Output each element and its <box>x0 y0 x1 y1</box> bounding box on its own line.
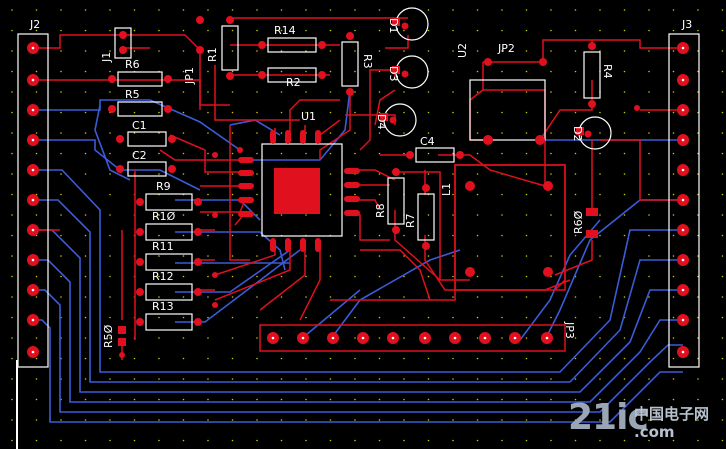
label-r2: R2 <box>286 76 301 89</box>
l1-outline <box>454 164 566 291</box>
label-r13: R13 <box>152 300 174 313</box>
label-r7: R7 <box>404 213 417 228</box>
label-r11: R11 <box>152 240 174 253</box>
watermark-brand: 21ic <box>568 397 649 438</box>
jp3-outline <box>259 324 566 352</box>
label-jp3: JP3 <box>563 321 576 339</box>
label-r60: R6Ø <box>572 210 585 234</box>
label-r14: R14 <box>274 24 296 37</box>
label-d4: D4 <box>375 114 388 129</box>
label-j3: J3 <box>681 18 692 31</box>
label-r8: R8 <box>374 203 387 218</box>
label-jp2: JP2 <box>497 42 515 55</box>
label-d2: D2 <box>571 126 584 141</box>
label-c1: C1 <box>132 119 147 132</box>
label-jp1: JP1 <box>183 67 196 85</box>
label-u2: U2 <box>456 43 469 58</box>
label-r50: R5Ø <box>102 324 115 348</box>
label-c4: C4 <box>420 135 435 148</box>
pads-square <box>118 18 598 346</box>
label-r4: R4 <box>601 64 614 79</box>
watermark: 21ic 中国电子网 .com <box>568 397 720 445</box>
label-j2: J2 <box>29 18 40 31</box>
label-j1: J1 <box>100 52 113 63</box>
label-u1: U1 <box>301 110 316 123</box>
watermark-chinese: 中国电子网 <box>634 405 710 423</box>
watermark-domain: .com <box>634 423 675 441</box>
label-r12: R12 <box>152 270 174 283</box>
label-r10: R1Ø <box>152 210 176 223</box>
label-r3: R3 <box>361 54 374 69</box>
u1-chip <box>238 130 360 252</box>
label-r9: R9 <box>156 180 171 193</box>
label-l1: L1 <box>440 183 453 196</box>
label-c2: C2 <box>132 149 147 162</box>
label-r6: R6 <box>125 58 140 71</box>
label-d3: D3 <box>387 66 400 81</box>
drill-holes <box>31 46 685 354</box>
silk-labels: J2 J3 J1 R6 R5 C1 C2 R9 R1Ø R11 R12 R13 … <box>29 18 692 348</box>
label-r5: R5 <box>125 88 140 101</box>
label-r1: R1 <box>206 47 219 62</box>
silkscreen <box>17 7 700 368</box>
label-d1: D1 <box>387 18 400 33</box>
